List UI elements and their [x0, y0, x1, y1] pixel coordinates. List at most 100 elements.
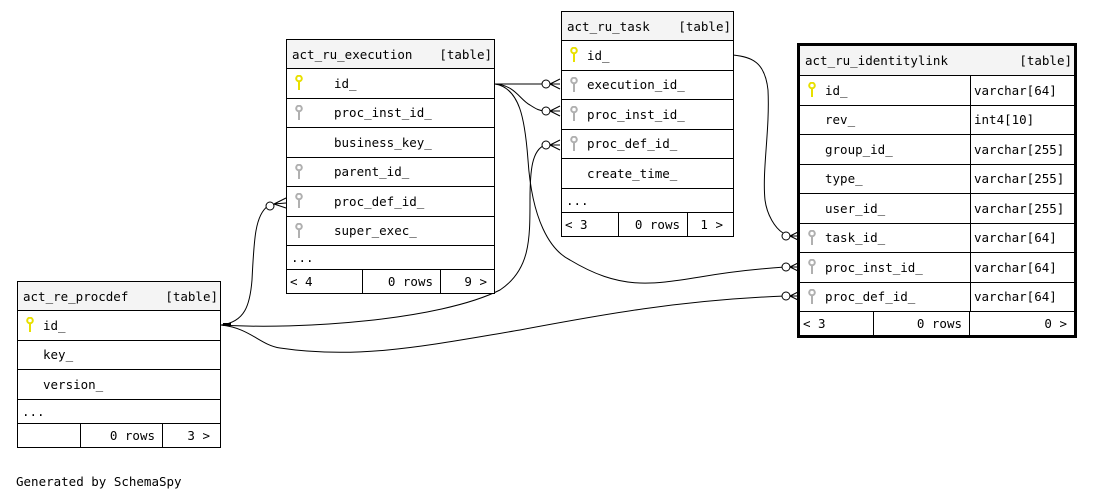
parents-count: < 3	[565, 216, 588, 232]
column-row[interactable]: key_	[18, 341, 220, 370]
column-row[interactable]: version_	[18, 370, 220, 400]
row-count: 0 rows	[80, 423, 162, 447]
column-row[interactable]: id_ varchar[64]	[800, 76, 1074, 106]
foreign-key-icon	[294, 222, 304, 239]
column-name: version_	[43, 376, 104, 392]
table-act-ru-identitylink[interactable]: act_ru_identitylink [table] id_ varchar[6…	[797, 43, 1077, 338]
column-row[interactable]: type_ varchar[255]	[800, 164, 1074, 194]
column-name: key_	[43, 347, 74, 363]
row-count: 0 rows	[618, 212, 687, 236]
rel-execution-identitylink-proc-inst-id	[494, 83, 786, 284]
table-act-ru-execution[interactable]: act_ru_execution [table] id_ proc_inst_id…	[286, 39, 495, 294]
column-name: id_	[43, 317, 66, 333]
column-name: type_	[825, 171, 863, 187]
table-header: act_ru_identitylink [table]	[800, 46, 1074, 76]
foreign-key-icon	[294, 163, 304, 180]
column-type: varchar[255]	[970, 194, 1064, 223]
columns: id_varchar[64]rev_int4[10]group_id_varch…	[800, 76, 1074, 312]
rel-execution-task-proc-inst-id	[494, 83, 546, 112]
column-row[interactable]: parent_id_	[287, 158, 494, 187]
column-type: int4[10]	[970, 105, 1034, 134]
table-header: act_ru_execution [table]	[287, 40, 494, 69]
foreign-key-icon	[807, 229, 817, 246]
primary-key-icon	[25, 317, 35, 333]
table-act-ru-task[interactable]: act_ru_task [table] id_ execution_id_proc…	[561, 11, 734, 237]
column-name: proc_def_id_	[334, 193, 425, 209]
row-count: 0 rows	[362, 270, 440, 293]
columns: id_ execution_id_ proc_inst_id_ proc_def_id…	[562, 41, 733, 189]
foreign-key-icon	[569, 106, 579, 122]
column-row[interactable]: proc_inst_id_ varchar[64]	[800, 253, 1074, 283]
column-type: varchar[255]	[970, 164, 1064, 193]
column-row[interactable]: super_exec_	[287, 217, 494, 246]
foreign-key-icon	[294, 104, 304, 121]
table-header: act_ru_task [table]	[562, 12, 733, 41]
column-name: proc_inst_id_	[825, 259, 923, 275]
parents-count: < 3	[803, 316, 826, 331]
table-kind: [table]	[1019, 53, 1072, 68]
column-name: id_	[587, 47, 610, 63]
column-name: group_id_	[825, 141, 893, 157]
foreign-key-icon	[807, 288, 817, 305]
children-count: 0 >	[969, 312, 1074, 335]
column-row[interactable]: id_	[287, 69, 494, 99]
rel-task-identitylink-task-id	[732, 54, 784, 234]
foreign-key-icon	[807, 259, 817, 275]
primary-key-icon	[569, 47, 579, 63]
column-name: proc_def_id_	[587, 136, 678, 152]
column-name: proc_def_id_	[825, 289, 916, 305]
column-row[interactable]: rev_ int4[10]	[800, 105, 1074, 135]
table-kind: [table]	[439, 46, 492, 62]
generated-by-credit: Generated by SchemaSpy	[16, 474, 182, 489]
table-act-re-procdef[interactable]: act_re_procdef [table] id_key_version_ .…	[17, 281, 221, 448]
table-footer: < 4 0 rows 9 >	[287, 270, 494, 293]
table-footer: 0 rows 3 >	[18, 423, 220, 447]
children-count: 3 >	[162, 423, 220, 447]
column-name: id_	[334, 75, 357, 91]
table-name: act_ru_identitylink	[805, 53, 948, 68]
column-name: execution_id_	[587, 77, 685, 93]
column-row[interactable]: task_id_varchar[64]	[800, 223, 1074, 253]
column-row[interactable]: proc_def_id_	[562, 130, 733, 159]
more-columns: ...	[18, 400, 220, 424]
column-row[interactable]: proc_inst_id_	[562, 100, 733, 130]
table-kind: [table]	[678, 18, 731, 34]
column-name: rev_	[825, 112, 856, 128]
more-columns: ...	[562, 189, 733, 213]
column-name: id_	[825, 82, 848, 98]
column-row[interactable]: id_	[18, 311, 220, 341]
column-type: varchar[255]	[970, 135, 1064, 164]
column-row[interactable]: group_id_ varchar[255]	[800, 135, 1074, 165]
table-footer: < 3 0 rows 1 >	[562, 212, 733, 236]
column-row[interactable]: proc_def_id_ varchar[64]	[800, 282, 1074, 312]
table-kind: [table]	[165, 288, 218, 304]
column-name: parent_id_	[334, 164, 410, 180]
primary-key-icon	[294, 75, 304, 91]
column-type: varchar[64]	[970, 282, 1057, 311]
column-row[interactable]: business_key_	[287, 128, 494, 158]
more-columns: ...	[287, 246, 494, 270]
column-type: varchar[64]	[970, 76, 1057, 105]
column-type: varchar[64]	[970, 253, 1057, 282]
column-name: business_key_	[334, 134, 432, 150]
column-row[interactable]: create_time_	[562, 159, 733, 189]
row-count: 0 rows	[873, 312, 969, 335]
column-name: super_exec_	[334, 223, 417, 239]
rel-procdef-identitylink-proc-def-id	[220, 295, 786, 353]
column-row[interactable]: user_id_ varchar[255]	[800, 194, 1074, 224]
children-count: 1 >	[687, 212, 733, 236]
column-name: proc_inst_id_	[587, 106, 685, 122]
column-row[interactable]: execution_id_	[562, 71, 733, 100]
rel-procdef-task-proc-def-id	[220, 144, 546, 327]
column-row[interactable]: proc_def_id_	[287, 187, 494, 217]
primary-key-icon	[807, 82, 817, 98]
column-row[interactable]: id_	[562, 41, 733, 71]
column-row[interactable]: proc_inst_id_	[287, 99, 494, 128]
columns: id_ proc_inst_id_ business_key_ parent_id_p…	[287, 69, 494, 246]
foreign-key-icon	[569, 135, 579, 152]
table-name: act_ru_task	[567, 18, 650, 34]
foreign-key-icon	[294, 193, 304, 209]
column-name: user_id_	[825, 200, 886, 216]
children-count: 9 >	[440, 270, 494, 293]
